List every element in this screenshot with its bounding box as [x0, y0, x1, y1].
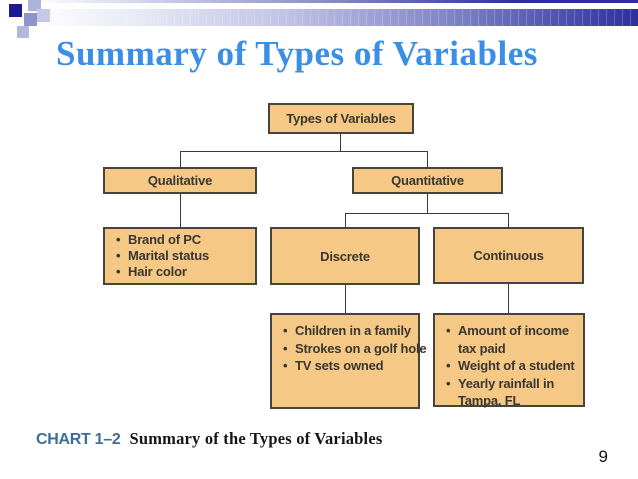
decor-square — [37, 9, 50, 22]
figure-caption: CHART 1–2 Summary of the Types of Variabl… — [36, 429, 382, 449]
bullet-icon: • — [283, 340, 288, 356]
bullet-icon: • — [283, 358, 288, 373]
decor-square — [24, 13, 37, 26]
node-label: Continuous — [473, 248, 544, 263]
list-item-text: Strokes on a golf hole — [295, 340, 427, 356]
decor-square — [17, 26, 29, 38]
bullet-icon: • — [116, 248, 121, 263]
list-item: • Amount of income tax paid — [446, 322, 581, 357]
decor-square — [9, 4, 22, 17]
connector-line — [508, 284, 509, 313]
list-item-text: Hair color — [128, 264, 187, 279]
list-item-text: Marital status — [128, 248, 210, 263]
connector-line — [180, 151, 428, 152]
node-discrete-examples: • Children in a family • Strokes on a go… — [270, 313, 427, 409]
list-item-text: Amount of income tax paid — [458, 323, 569, 356]
list-item: • Strokes on a golf hole — [283, 340, 427, 358]
bullet-list: • Brand of PC • Marital status • Hair co… — [105, 229, 255, 283]
connector-line — [427, 151, 428, 167]
node-continuous: Continuous — [433, 227, 584, 284]
caption-text: Summary of the Types of Variables — [129, 429, 383, 448]
caption-chart-number: CHART 1–2 — [36, 431, 121, 448]
list-item: • TV sets owned — [283, 357, 416, 375]
list-item: • Yearly rainfall in Tampa, FL — [446, 375, 581, 410]
bullet-icon: • — [446, 323, 451, 338]
list-item-text: Children in a family — [295, 323, 411, 338]
bullet-icon: • — [116, 232, 121, 247]
decor-square — [28, 0, 41, 11]
node-quantitative: Quantitative — [352, 167, 503, 194]
connector-line — [345, 213, 509, 214]
connector-line — [345, 213, 346, 227]
node-continuous-examples: • Amount of income tax paid • Weight of … — [433, 313, 585, 408]
bullet-list: • Children in a family • Strokes on a go… — [272, 315, 427, 407]
connector-line — [345, 285, 346, 313]
connector-line — [180, 151, 181, 167]
list-item: • Children in a family — [283, 322, 416, 340]
connector-line — [508, 213, 509, 227]
list-item-text: TV sets owned — [295, 358, 384, 373]
connector-line — [340, 134, 341, 151]
slide-title: Summary of Types of Variables — [56, 34, 538, 73]
list-item-text: Weight of a student — [458, 358, 575, 373]
node-discrete: Discrete — [270, 227, 420, 285]
bullet-icon: • — [283, 323, 288, 338]
list-item-text: Brand of PC — [128, 232, 201, 247]
list-item: • Weight of a student — [446, 357, 581, 375]
header-gradient-bar — [30, 9, 638, 26]
node-label: Qualitative — [147, 173, 213, 188]
connector-line — [427, 194, 428, 214]
node-label: Discrete — [320, 248, 370, 264]
bullet-list: • Amount of income tax paid • Weight of … — [435, 315, 583, 408]
list-item-text: Yearly rainfall in Tampa, FL — [458, 375, 555, 409]
node-qualitative: Qualitative — [103, 167, 257, 194]
page-number: 9 — [598, 447, 608, 466]
list-item: • Brand of PC — [116, 232, 253, 248]
bullet-icon: • — [446, 375, 451, 391]
bullet-icon: • — [116, 264, 121, 279]
node-qualitative-examples: • Brand of PC • Marital status • Hair co… — [103, 227, 257, 285]
bullet-icon: • — [446, 358, 451, 373]
node-label: Types of Variables — [286, 111, 396, 126]
list-item: • Marital status — [116, 248, 253, 264]
connector-line — [180, 194, 181, 227]
list-item: • Hair color — [116, 264, 253, 280]
node-label: Quantitative — [391, 173, 464, 188]
node-types-of-variables: Types of Variables — [268, 103, 414, 134]
header-accent-line — [30, 0, 638, 3]
